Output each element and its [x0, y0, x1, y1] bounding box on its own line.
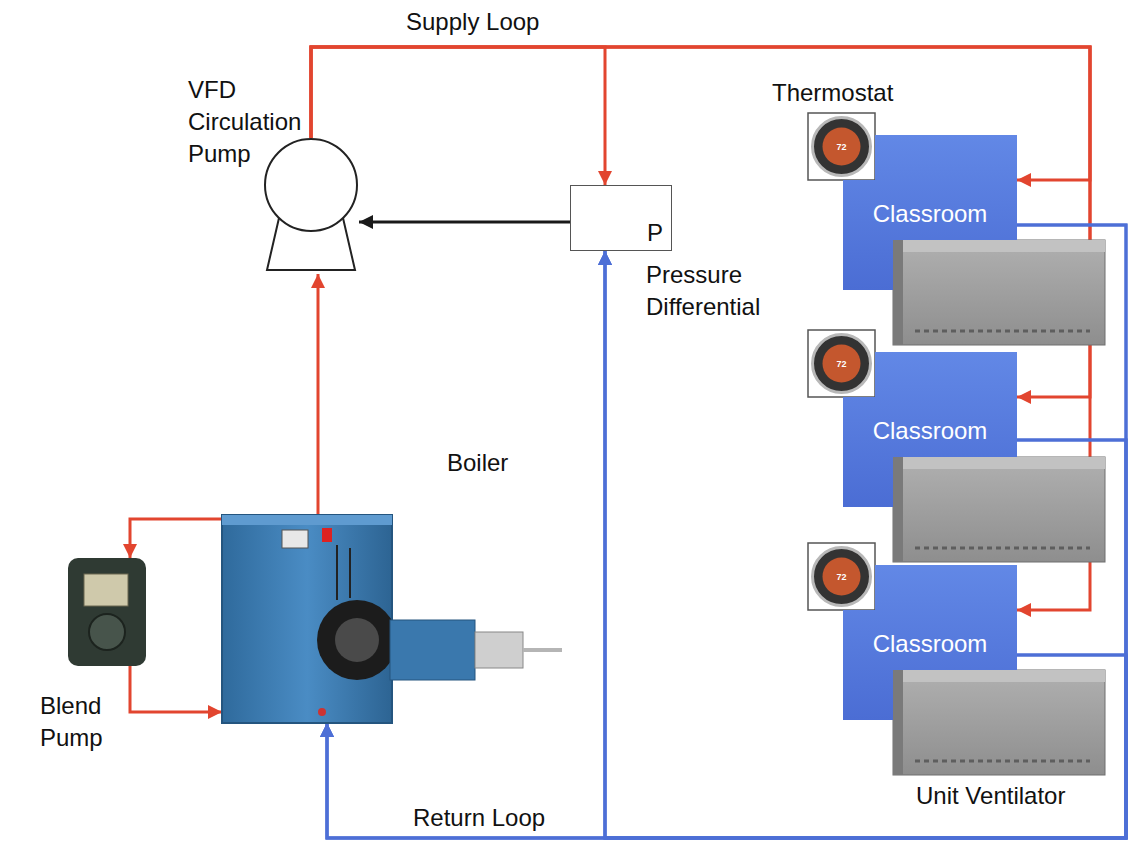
cabinet-grille [915, 760, 1090, 763]
burner-housing [390, 620, 475, 680]
blend-pump: Blend Pump [68, 558, 146, 666]
thermostat-display [823, 128, 861, 166]
pump-symbol [263, 138, 359, 274]
thermostat-frame [808, 330, 875, 397]
pipe-connector [311, 47, 605, 185]
thermostat-ring [813, 335, 871, 393]
unit-ventilator [893, 670, 1105, 775]
pressure-label: Pressure Differential [646, 259, 796, 323]
boiler-top [222, 515, 392, 525]
thermostat-ring [813, 548, 871, 606]
thermostat-label: Thermostat [772, 78, 893, 107]
pump-motor [68, 558, 146, 666]
blend-pump-label: Blend Pump [40, 690, 120, 754]
pump-volute [89, 614, 125, 650]
boiler-illustration [222, 515, 562, 723]
thermostat-ring [813, 118, 871, 176]
pipe-connector [605, 225, 1126, 838]
thermostat-display [823, 558, 861, 596]
boiler: Boiler [222, 515, 392, 723]
loop-label: Supply Loop [403, 8, 542, 36]
pipe-connector [130, 666, 222, 712]
burner-flange [317, 600, 397, 680]
burner-motor [475, 632, 523, 668]
cabinet-body [893, 240, 1105, 345]
thermostat-reading: 72 [836, 571, 846, 582]
circulation-pump: VFD Circulation Pump [263, 138, 359, 274]
classroom-label: Classroom [873, 629, 988, 659]
pressure-differential-box: PPressure Differential [570, 185, 672, 251]
unit-ventilator [893, 240, 1105, 345]
motor-plate [84, 574, 128, 606]
cabinet-grille [915, 547, 1090, 550]
cabinet-side [893, 457, 903, 562]
cabinet-grille [915, 330, 1090, 333]
blend-pump-illustration [68, 558, 146, 666]
cabinet-body [893, 457, 1105, 562]
boiler-label: Boiler [447, 448, 508, 478]
thermostat-reading: 72 [836, 141, 846, 152]
cabinet-top [893, 457, 1105, 469]
cabinet-top [893, 240, 1105, 252]
classroom-label: Classroom [873, 199, 988, 229]
pipe-connector [130, 519, 222, 558]
drain-valve [318, 708, 326, 716]
cabinet-side [893, 240, 903, 345]
pilot-light [322, 528, 332, 542]
thermostat-frame [808, 113, 875, 180]
cabinet-top [893, 670, 1105, 682]
control-plate [282, 530, 308, 548]
classroom-label: Classroom [873, 416, 988, 446]
burner-hub [335, 618, 379, 662]
thermostat-icon [808, 330, 875, 397]
control-wire [337, 545, 350, 600]
cabinet-body [893, 670, 1105, 775]
pump-label: VFD Circulation Pump [188, 74, 308, 170]
thermostat-icon [808, 113, 875, 180]
pipe-connector [359, 221, 570, 224]
pipe-connector [327, 225, 1126, 838]
pump-casing [265, 139, 357, 231]
loop-label: Return Loop [410, 804, 548, 832]
thermostat-icon [808, 543, 875, 610]
pressure-symbol: P [647, 218, 663, 248]
unit-ventilator [893, 457, 1105, 562]
thermostat-display [823, 345, 861, 383]
thermostat-frame [808, 543, 875, 610]
pipe-connector [317, 274, 320, 515]
thermostat-reading: 72 [836, 358, 846, 369]
cabinet-side [893, 670, 903, 775]
pipe-connector [327, 440, 1126, 838]
fuel-pipe [523, 648, 562, 652]
equipment-label: Unit Ventilator [913, 781, 1068, 810]
pipe-connector [327, 655, 1126, 838]
